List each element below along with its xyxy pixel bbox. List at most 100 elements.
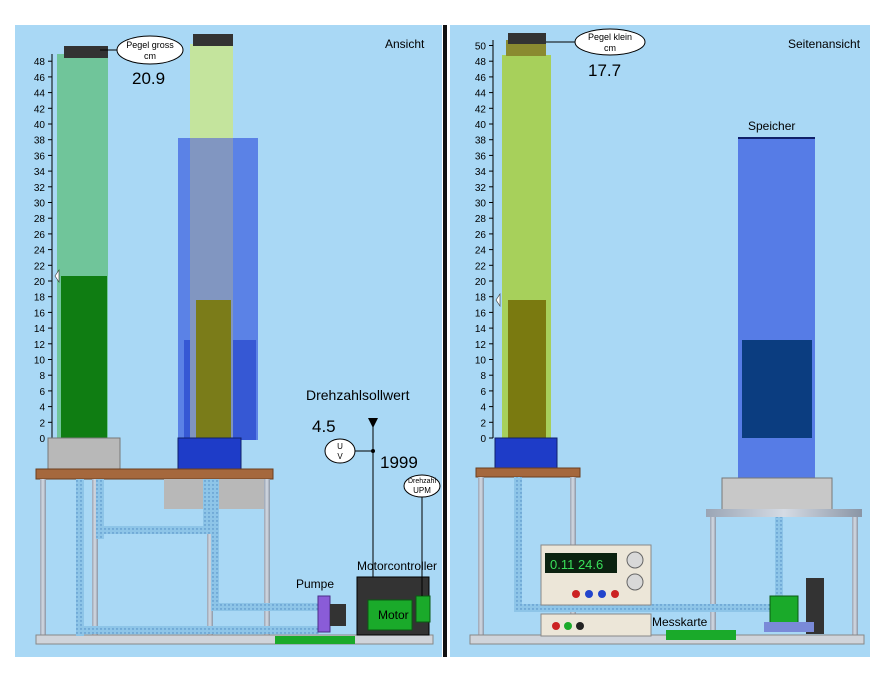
left-green-board (275, 636, 355, 644)
left-pipe-7 (84, 626, 319, 634)
motor-label: Motor (378, 608, 409, 622)
right-scale-tick-label: 40 (475, 120, 487, 131)
left-scale-tick-label: 16 (34, 308, 46, 319)
right-scale-tick-label: 46 (475, 73, 487, 84)
side-motor (806, 578, 824, 634)
left-pipe-5 (211, 479, 219, 609)
left-pipe-6 (211, 603, 321, 611)
right-scale-tick-label: 48 (475, 57, 487, 68)
power-supply-2[interactable] (540, 613, 652, 637)
storage-front-base (177, 437, 242, 472)
left-floor-base (35, 634, 434, 645)
right-scale-tick-label: 18 (475, 293, 487, 304)
left-scale-tick-label: 32 (34, 183, 46, 194)
psu2-terminal-3[interactable] (576, 622, 584, 630)
left-pipe-3 (96, 526, 211, 534)
large-tank-base (47, 437, 121, 473)
pegel-gross-label: Pegel gross (126, 40, 174, 50)
psu-knob-voltage[interactable] (626, 551, 644, 569)
right-table-top (475, 467, 581, 478)
right-scale-tick-label: 30 (475, 199, 487, 210)
left-scale-tick-label: 46 (34, 73, 46, 84)
psu2-terminal-1[interactable] (552, 622, 560, 630)
left-scale-tick-label: 20 (34, 277, 46, 288)
right-scale-tick-label: 20 (475, 277, 487, 288)
left-scale-tick-label: 4 (39, 403, 45, 414)
right-scale-tick-label: 6 (480, 387, 486, 398)
left-scale-tick-label: 30 (34, 199, 46, 210)
right-scale-tick-label: 12 (475, 340, 487, 351)
small-tank-water-front (196, 300, 231, 440)
left-scale-tick-label: 24 (34, 246, 46, 257)
psu-terminal-2[interactable] (585, 590, 593, 598)
right-scale: 0246810121416182022242628303234363840424… (475, 42, 493, 445)
right-scale-tick-label: 34 (475, 167, 487, 178)
right-scale-tick-label: 14 (475, 324, 487, 335)
right-scale-tick-label: 50 (475, 42, 487, 53)
rpm-label: Drehzahl (408, 478, 436, 485)
uv-converter-u: U (337, 442, 343, 451)
left-scale-tick-label: 42 (34, 104, 46, 115)
right-scale-tick-label: 0 (480, 434, 486, 445)
setpoint-arrow-icon (368, 418, 378, 428)
psu-terminal-4[interactable] (611, 590, 619, 598)
large-tank-level-marker (54, 269, 60, 283)
large-tank-cap (64, 46, 108, 58)
storage-water-side (742, 340, 812, 438)
left-scale-tick-label: 34 (34, 167, 46, 178)
left-scale-tick-label: 14 (34, 324, 46, 335)
left-table-top (35, 468, 274, 480)
right-stand-leg-2 (852, 517, 858, 637)
left-table-leg-1 (40, 479, 46, 639)
right-scale-tick-label: 16 (475, 308, 487, 319)
left-scale-tick-label: 40 (34, 120, 46, 131)
right-pipe-1 (514, 477, 522, 612)
right-scale-tick-label: 42 (475, 104, 487, 115)
psu-terminal-1[interactable] (572, 590, 580, 598)
small-tank-water-side (508, 300, 546, 438)
right-pipe-3 (775, 517, 783, 609)
left-scale-tick-label: 44 (34, 89, 46, 100)
right-scale-tick-label: 32 (475, 183, 487, 194)
storage-label: Speicher (748, 119, 795, 133)
large-tank-water (61, 276, 107, 438)
uv-converter-v: V (337, 452, 343, 461)
left-scale-tick-label: 8 (39, 371, 45, 382)
left-scale-tick-label: 36 (34, 151, 46, 162)
small-tank-cap-front (193, 34, 233, 46)
left-pipe-2 (96, 479, 104, 539)
left-scale-tick-label: 2 (39, 418, 45, 429)
left-scale-tick-label: 6 (39, 387, 45, 398)
setpoint-value: 4.5 (312, 417, 336, 436)
rpm-unit: UPM (413, 486, 431, 495)
setpoint-junction (371, 449, 375, 453)
left-pipe-1 (76, 479, 84, 636)
right-table-leg-1 (478, 477, 484, 637)
left-pipe-4 (203, 479, 211, 534)
left-table-leg-3 (207, 479, 213, 639)
right-scale-tick-label: 44 (475, 89, 487, 100)
left-scale-tick-label: 22 (34, 261, 46, 272)
psu-display (545, 553, 617, 573)
right-stand-top (706, 509, 862, 517)
right-scale-tick-label: 2 (480, 418, 486, 429)
psu-terminal-3[interactable] (598, 590, 606, 598)
pegel-klein-label: Pegel klein (588, 32, 632, 42)
messkarte-label: Messkarte (652, 615, 708, 629)
left-scale-tick-label: 48 (34, 57, 46, 68)
right-scale-tick-label: 4 (480, 403, 486, 414)
left-scale-tick-label: 38 (34, 136, 46, 147)
psu-knob-current[interactable] (626, 573, 644, 591)
rpm-value: 1999 (380, 453, 418, 472)
right-scale-tick-label: 10 (475, 356, 487, 367)
right-scale-tick-label: 26 (475, 230, 487, 241)
psu2-terminal-2[interactable] (564, 622, 572, 630)
right-scale-tick-label: 38 (475, 136, 487, 147)
left-scale-tick-label: 18 (34, 293, 46, 304)
small-tank-base-side (494, 437, 558, 471)
right-scale-tick-label: 36 (475, 151, 487, 162)
right-scale-tick-label: 28 (475, 214, 487, 225)
left-table-leg-4 (264, 479, 270, 639)
pegel-gross-unit: cm (144, 51, 156, 61)
pump-label: Pumpe (296, 577, 334, 591)
